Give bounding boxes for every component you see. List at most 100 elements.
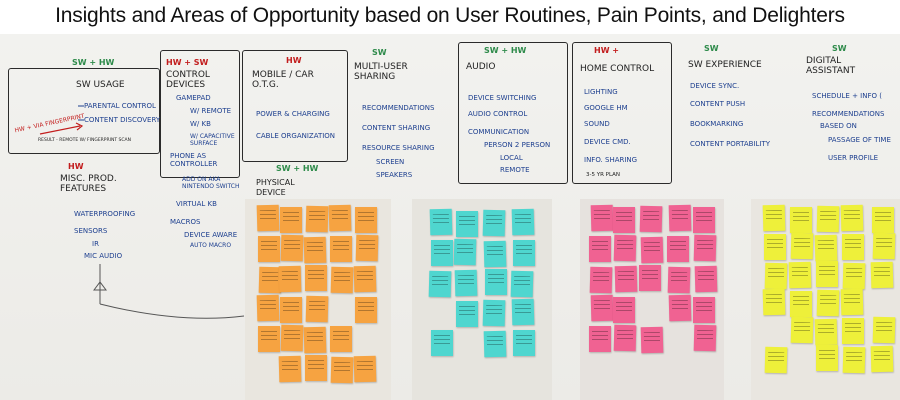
physical-header: PHYSICAL DEVICE: [256, 178, 295, 197]
sticky-note: [764, 234, 786, 260]
sticky-note: [667, 266, 691, 294]
sticky-note: [278, 355, 302, 383]
home-header: HOME CONTROL: [580, 64, 655, 74]
sw-usage-header: SW USAGE: [76, 80, 125, 90]
misc-tag: HW: [68, 162, 84, 171]
sticky-note: [613, 297, 635, 323]
sticky-note: [256, 294, 280, 322]
sticky-note: [303, 236, 327, 264]
control-devices-item: W/ REMOTE: [190, 107, 232, 115]
sticky-note: [355, 207, 377, 233]
audio-item: LOCAL: [500, 154, 523, 162]
sticky-note: [693, 234, 717, 262]
assistant-item: BASED ON: [820, 122, 857, 130]
home-box: [572, 42, 672, 184]
sticky-note: [816, 205, 840, 233]
assistant-item: SCHEDULE + INFO (: [812, 92, 882, 100]
home-item: GOOGLE HM: [584, 104, 628, 112]
sticky-note: [872, 316, 896, 344]
misc-item: SENSORS: [74, 227, 108, 235]
sticky-note: [431, 330, 453, 356]
multi-user-item: SCREEN: [376, 158, 405, 166]
sw-usage-box: [8, 68, 160, 154]
sticky-note: [640, 326, 664, 354]
sticky-note: [328, 204, 352, 232]
control-devices-item: MACROS: [170, 218, 201, 226]
physical-tag: SW + HW: [276, 164, 319, 173]
sticky-note: [280, 297, 302, 323]
home-item: LIGHTING: [584, 88, 618, 96]
sticky-note: [589, 266, 613, 294]
audio-item: REMOTE: [500, 166, 530, 174]
sticky-note: [870, 345, 894, 373]
connector-curve: [99, 303, 245, 319]
multi-user-item: CONTENT SHARING: [362, 124, 431, 132]
audio-header: AUDIO: [466, 62, 496, 72]
sticky-note: [842, 262, 866, 290]
sticky-note: [814, 318, 838, 346]
sticky-note: [429, 208, 453, 236]
sticky-note: [330, 356, 354, 384]
page-title: Insights and Areas of Opportunity based …: [55, 4, 845, 27]
sticky-note: [614, 265, 638, 293]
mobile-box: [242, 50, 348, 162]
sticky-note: [513, 330, 535, 356]
red-arrow-line: [39, 125, 81, 135]
sticky-note: [764, 346, 788, 374]
sticky-note: [256, 204, 280, 232]
sticky-note: [842, 346, 866, 374]
mobile-header: MOBILE / CAR O.T.G.: [252, 70, 314, 90]
sticky-note: [814, 234, 838, 262]
sticky-note: [589, 326, 611, 352]
multi-user-tag: SW: [372, 48, 387, 57]
sw-experience-tag: SW: [704, 44, 719, 53]
sw-usage-footnote: RESULT - REMOTE W/ FINGERPRINT SCAN: [38, 138, 131, 143]
sw-experience-item: CONTENT PUSH: [690, 100, 746, 108]
sticky-note: [456, 301, 478, 327]
control-devices-item: W/ KB: [190, 120, 211, 128]
control-devices-tag: HW + SW: [166, 58, 209, 67]
sticky-note: [816, 345, 838, 371]
sw-experience-item: CONTENT PORTABILITY: [690, 140, 771, 148]
sticky-note: [280, 324, 304, 352]
sticky-note: [305, 355, 327, 381]
sticky-note: [453, 238, 477, 266]
assistant-item: RECOMMENDATIONS: [812, 110, 885, 118]
sticky-note: [693, 207, 715, 233]
sticky-note: [613, 324, 637, 352]
sticky-note: [694, 265, 718, 293]
sticky-note: [483, 240, 507, 268]
sticky-note: [428, 270, 452, 298]
home-footnote: 3-5 YR PLAN: [586, 172, 621, 178]
up-arrow-icon: [93, 281, 107, 291]
sticky-note: [639, 205, 663, 233]
sticky-note: [305, 295, 329, 323]
sticky-note: [330, 266, 354, 294]
multi-user-header: MULTI-USER SHARING: [354, 62, 408, 82]
sticky-note: [431, 240, 453, 266]
home-item: INFO. SHARING: [584, 156, 638, 164]
sticky-note: [762, 288, 786, 316]
sticky-note: [355, 297, 377, 323]
assistant-item: PASSAGE OF TIME: [828, 136, 891, 144]
home-item: SOUND: [584, 120, 610, 128]
multi-user-item: RESOURCE SHARING: [362, 144, 435, 152]
sticky-note: [790, 232, 814, 260]
sticky-note: [280, 234, 304, 262]
sticky-note: [355, 234, 379, 262]
control-devices-item: AUTO MACRO: [190, 242, 232, 249]
sw-usage-tag: SW + HW: [72, 58, 115, 67]
sticky-note: [667, 236, 689, 262]
home-item: DEVICE CMD.: [584, 138, 631, 146]
sw-experience-item: BOOKMARKING: [690, 120, 744, 128]
sticky-note: [842, 234, 864, 260]
assistant-tag: SW: [832, 44, 847, 53]
sticky-note: [842, 318, 864, 344]
sticky-note: [456, 211, 478, 237]
sticky-note: [668, 204, 692, 232]
sticky-note: [454, 269, 478, 297]
sticky-note: [840, 288, 864, 316]
multi-user-item: SPEAKERS: [376, 171, 413, 179]
sw-experience-header: SW EXPERIENCE: [688, 60, 762, 70]
sticky-note: [872, 207, 894, 233]
